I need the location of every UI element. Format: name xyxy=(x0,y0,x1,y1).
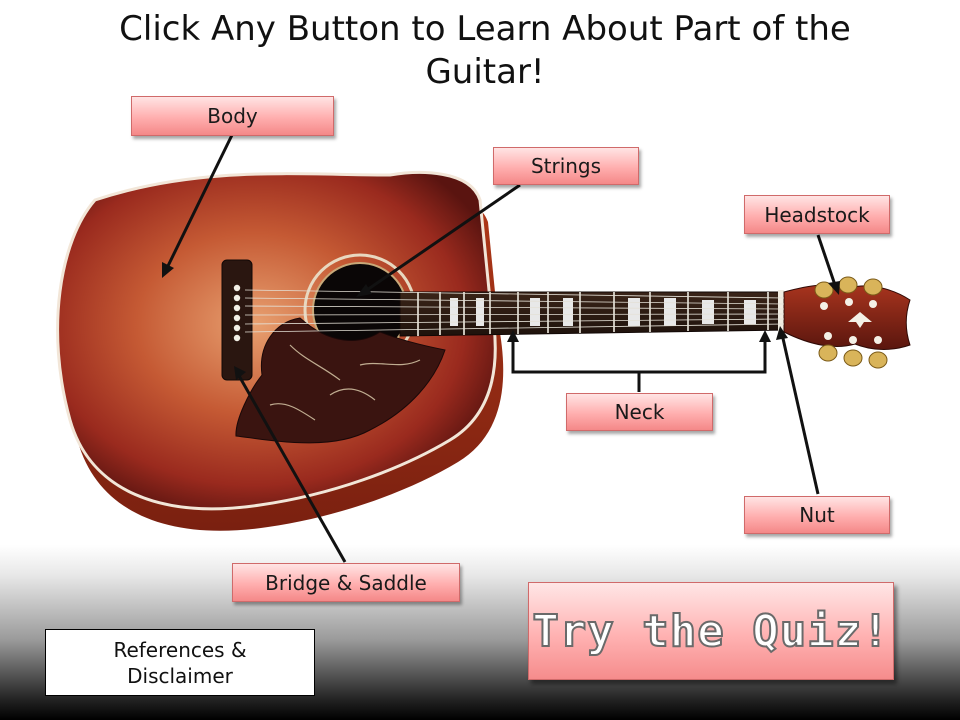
nut-arrow xyxy=(780,333,820,495)
references-disclaimer-button[interactable]: References & Disclaimer xyxy=(45,629,315,696)
headstock-shape xyxy=(783,284,911,350)
page-title: Click Any Button to Learn About Part of … xyxy=(119,9,851,92)
pickguard xyxy=(235,317,446,444)
neck-button[interactable]: Neck xyxy=(566,393,713,431)
headstock-arrow xyxy=(816,234,838,289)
strings-button[interactable]: Strings xyxy=(493,147,639,185)
neck-bracket xyxy=(511,334,767,374)
body-button[interactable]: Body xyxy=(131,96,334,136)
quiz-button-label: Try the Quiz! xyxy=(531,605,890,658)
nut-button[interactable]: Nut xyxy=(744,496,890,534)
headstock-button[interactable]: Headstock xyxy=(744,195,890,234)
quiz-button[interactable]: Try the Quiz! xyxy=(528,582,894,680)
bridge-arrow xyxy=(236,373,347,563)
body-arrow xyxy=(164,134,234,271)
bridge-saddle-button[interactable]: Bridge & Saddle xyxy=(232,563,460,602)
strings-arrow xyxy=(363,183,521,294)
